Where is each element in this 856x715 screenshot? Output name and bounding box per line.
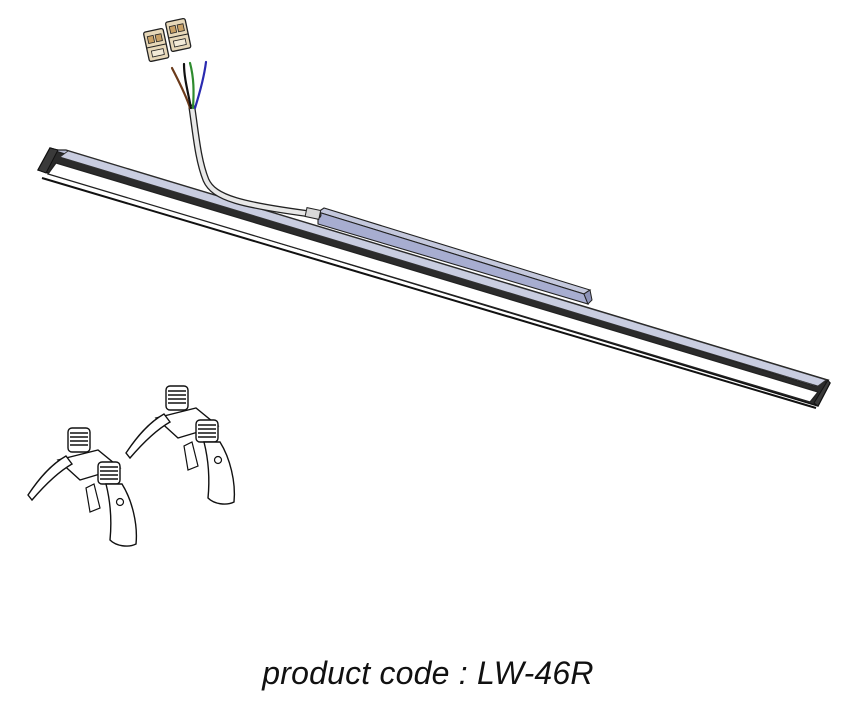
driver-end	[583, 289, 593, 305]
product-code-caption: product code : LW-46R	[0, 655, 856, 692]
cable-gland	[304, 207, 322, 220]
spring-clip-right	[125, 385, 236, 505]
profile-end-cap-left	[37, 147, 59, 174]
connector-left	[143, 27, 170, 63]
product-line-drawing	[27, 17, 832, 547]
profile-end-cap-right	[813, 379, 831, 407]
wires	[170, 60, 208, 110]
cable-inner	[189, 105, 321, 218]
wire-connectors	[143, 17, 192, 63]
linear-profile	[36, 147, 832, 409]
wire-green	[188, 61, 195, 110]
power-cable	[188, 104, 322, 220]
product-code-value: LW-46R	[476, 655, 594, 691]
profile-ridge	[59, 150, 827, 387]
wire-black	[182, 62, 193, 110]
spring-clip-left	[27, 427, 138, 547]
wire-brown	[170, 66, 192, 110]
profile-lower-edge	[41, 177, 817, 409]
driver-box	[316, 207, 593, 305]
profile-diffuser	[47, 162, 820, 403]
connector-right	[165, 17, 192, 53]
wire-blue	[193, 60, 208, 110]
product-code-prefix: product code :	[262, 655, 477, 691]
